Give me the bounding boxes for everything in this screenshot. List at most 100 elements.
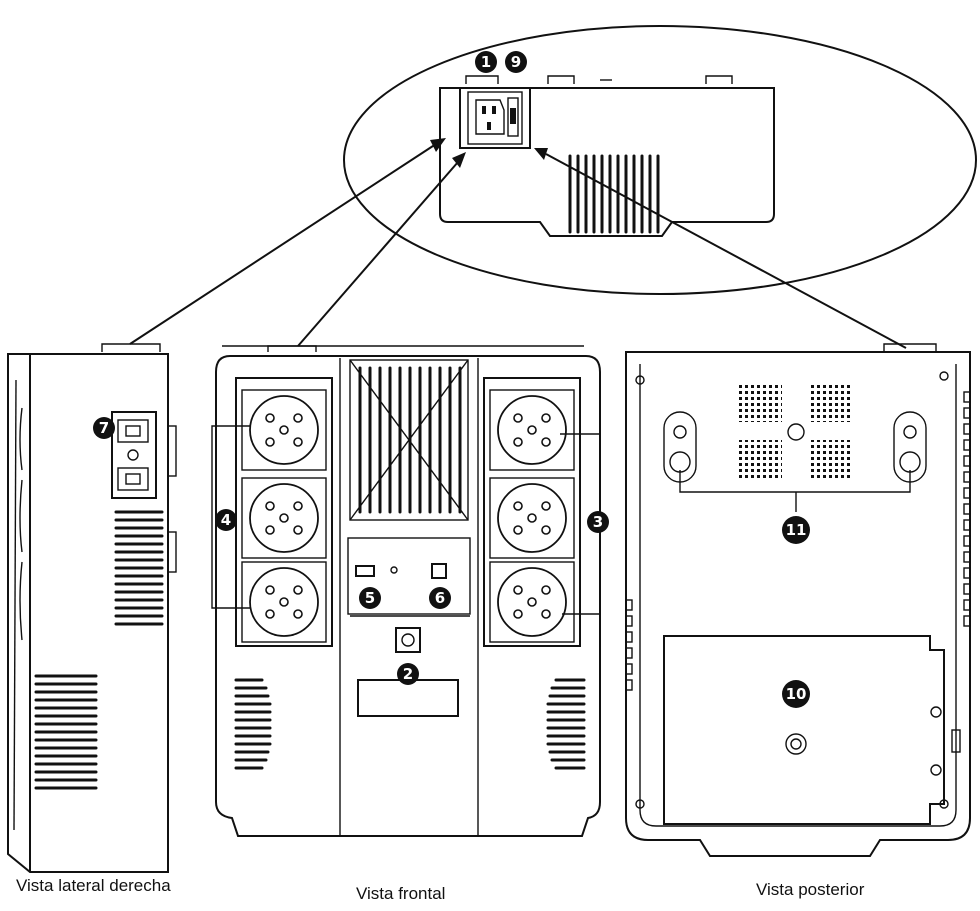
usb-b-port: [431, 563, 447, 579]
top-tab-mid: [547, 75, 575, 84]
front-right-bay: [483, 377, 581, 647]
back-center-screw: [787, 423, 805, 441]
side-bump-2: [19, 479, 23, 553]
badge-4-label: 4: [221, 511, 231, 529]
caption-right-side-view: Vista lateral derecha: [16, 876, 171, 895]
badge-6-label: 6: [435, 589, 445, 607]
arrowhead-front: [452, 152, 466, 168]
power-inlet-frame: [467, 91, 523, 145]
power-switch: [507, 97, 519, 137]
badge-10: 10: [782, 680, 810, 708]
zoom-callout: [343, 25, 977, 295]
badge-5-label: 5: [365, 589, 375, 607]
battery-door-screw-inner: [790, 738, 802, 750]
power-button-ring: [401, 633, 415, 647]
badge-1-label: 1: [481, 53, 491, 71]
front-handle: [357, 679, 459, 717]
iec-pin-right: [492, 106, 496, 114]
badge-3-label: 3: [593, 513, 603, 531]
front-fan-grill: [349, 359, 469, 521]
outlet-right-3: [489, 561, 575, 643]
badge-7: 7: [93, 417, 115, 439]
front-left-bay: [235, 377, 333, 647]
usb-a-port: [355, 565, 375, 577]
power-switch-rocker: [510, 108, 516, 124]
top-tab-left: [465, 75, 499, 84]
rj45-out: [117, 467, 149, 491]
back-body: [625, 351, 971, 857]
badge-9: 9: [505, 51, 527, 73]
back-ribs-right: [963, 391, 971, 627]
front-view: [211, 345, 601, 837]
side-vents-upper: [114, 510, 164, 626]
front-vents-right: [546, 678, 586, 770]
iec-pin-left: [482, 106, 486, 114]
battery-door-clip-1: [930, 706, 942, 718]
side-vents-lower: [34, 674, 98, 790]
badge-10-label: 10: [786, 685, 807, 703]
top-tab-right: [705, 75, 733, 84]
power-button: [395, 627, 421, 653]
badge-2: 2: [397, 663, 419, 685]
outlet-right-2: [489, 477, 575, 559]
side-bump-1: [19, 407, 23, 471]
front-usb-panel: [347, 537, 471, 615]
badge-4: 4: [215, 509, 237, 531]
screw-bl: [635, 799, 645, 809]
front-center-column: [339, 358, 479, 836]
outlet-left-3: [241, 561, 327, 643]
battery-door-screw: [785, 733, 807, 755]
arrow-to-back: [545, 153, 907, 349]
arrow-to-front: [297, 161, 459, 347]
badge-2-label: 2: [403, 665, 413, 683]
badges: 1 9 7 4 3 5 6 2: [93, 51, 810, 708]
caption-front-view: Vista frontal: [356, 884, 446, 903]
caption-back-view: Vista posterior: [756, 880, 865, 899]
top-vents: [568, 154, 660, 234]
side-bump-3: [19, 561, 23, 641]
badge-9-label: 9: [511, 53, 521, 71]
screw-tl: [635, 375, 645, 385]
battery-door-latch: [951, 729, 961, 753]
side-rib-2: [167, 531, 177, 573]
outlet-right-1: [489, 389, 575, 471]
front-vents-left: [234, 678, 272, 770]
side-rib-1: [167, 425, 177, 477]
badge-5: 5: [359, 587, 381, 609]
zoom-ellipse: [343, 25, 977, 295]
bracket-keyholes: [679, 470, 911, 493]
battery-door-clip-2: [930, 764, 942, 776]
back-ribs-left: [625, 599, 633, 691]
badge-3: 3: [587, 511, 609, 533]
arrowhead-back: [534, 148, 548, 160]
rj45-in: [117, 419, 149, 443]
power-inlet-housing: [459, 87, 531, 149]
back-top-tab: [883, 343, 937, 352]
badge-11: 11: [782, 516, 810, 544]
usb-led: [390, 566, 398, 574]
device-top-body: [439, 87, 775, 237]
connector-arrows: [129, 138, 907, 349]
badge-6: 6: [429, 587, 451, 609]
side-inner-edge: [13, 379, 17, 831]
badge-11-label: 11: [786, 521, 807, 539]
front-top-tab: [267, 345, 317, 352]
badge-7-label: 7: [99, 419, 109, 437]
side-body: [7, 353, 169, 873]
outlet-left-1: [241, 389, 327, 471]
battery-door: [663, 635, 945, 825]
back-view: [625, 343, 971, 857]
iec-pin-ground: [487, 122, 491, 130]
rj45-out-slot: [125, 473, 141, 485]
side-view: [7, 343, 177, 873]
front-grill-slats: [358, 366, 462, 514]
bracket-left-outlets: [211, 425, 250, 609]
rj45-led: [127, 449, 139, 461]
arrowhead-side: [430, 138, 446, 152]
arrow-to-side: [129, 143, 437, 345]
back-vent-grid: [738, 384, 852, 480]
side-top-tab: [101, 343, 161, 352]
rj45-panel: [111, 411, 157, 499]
back-inner-edge: [639, 364, 957, 827]
